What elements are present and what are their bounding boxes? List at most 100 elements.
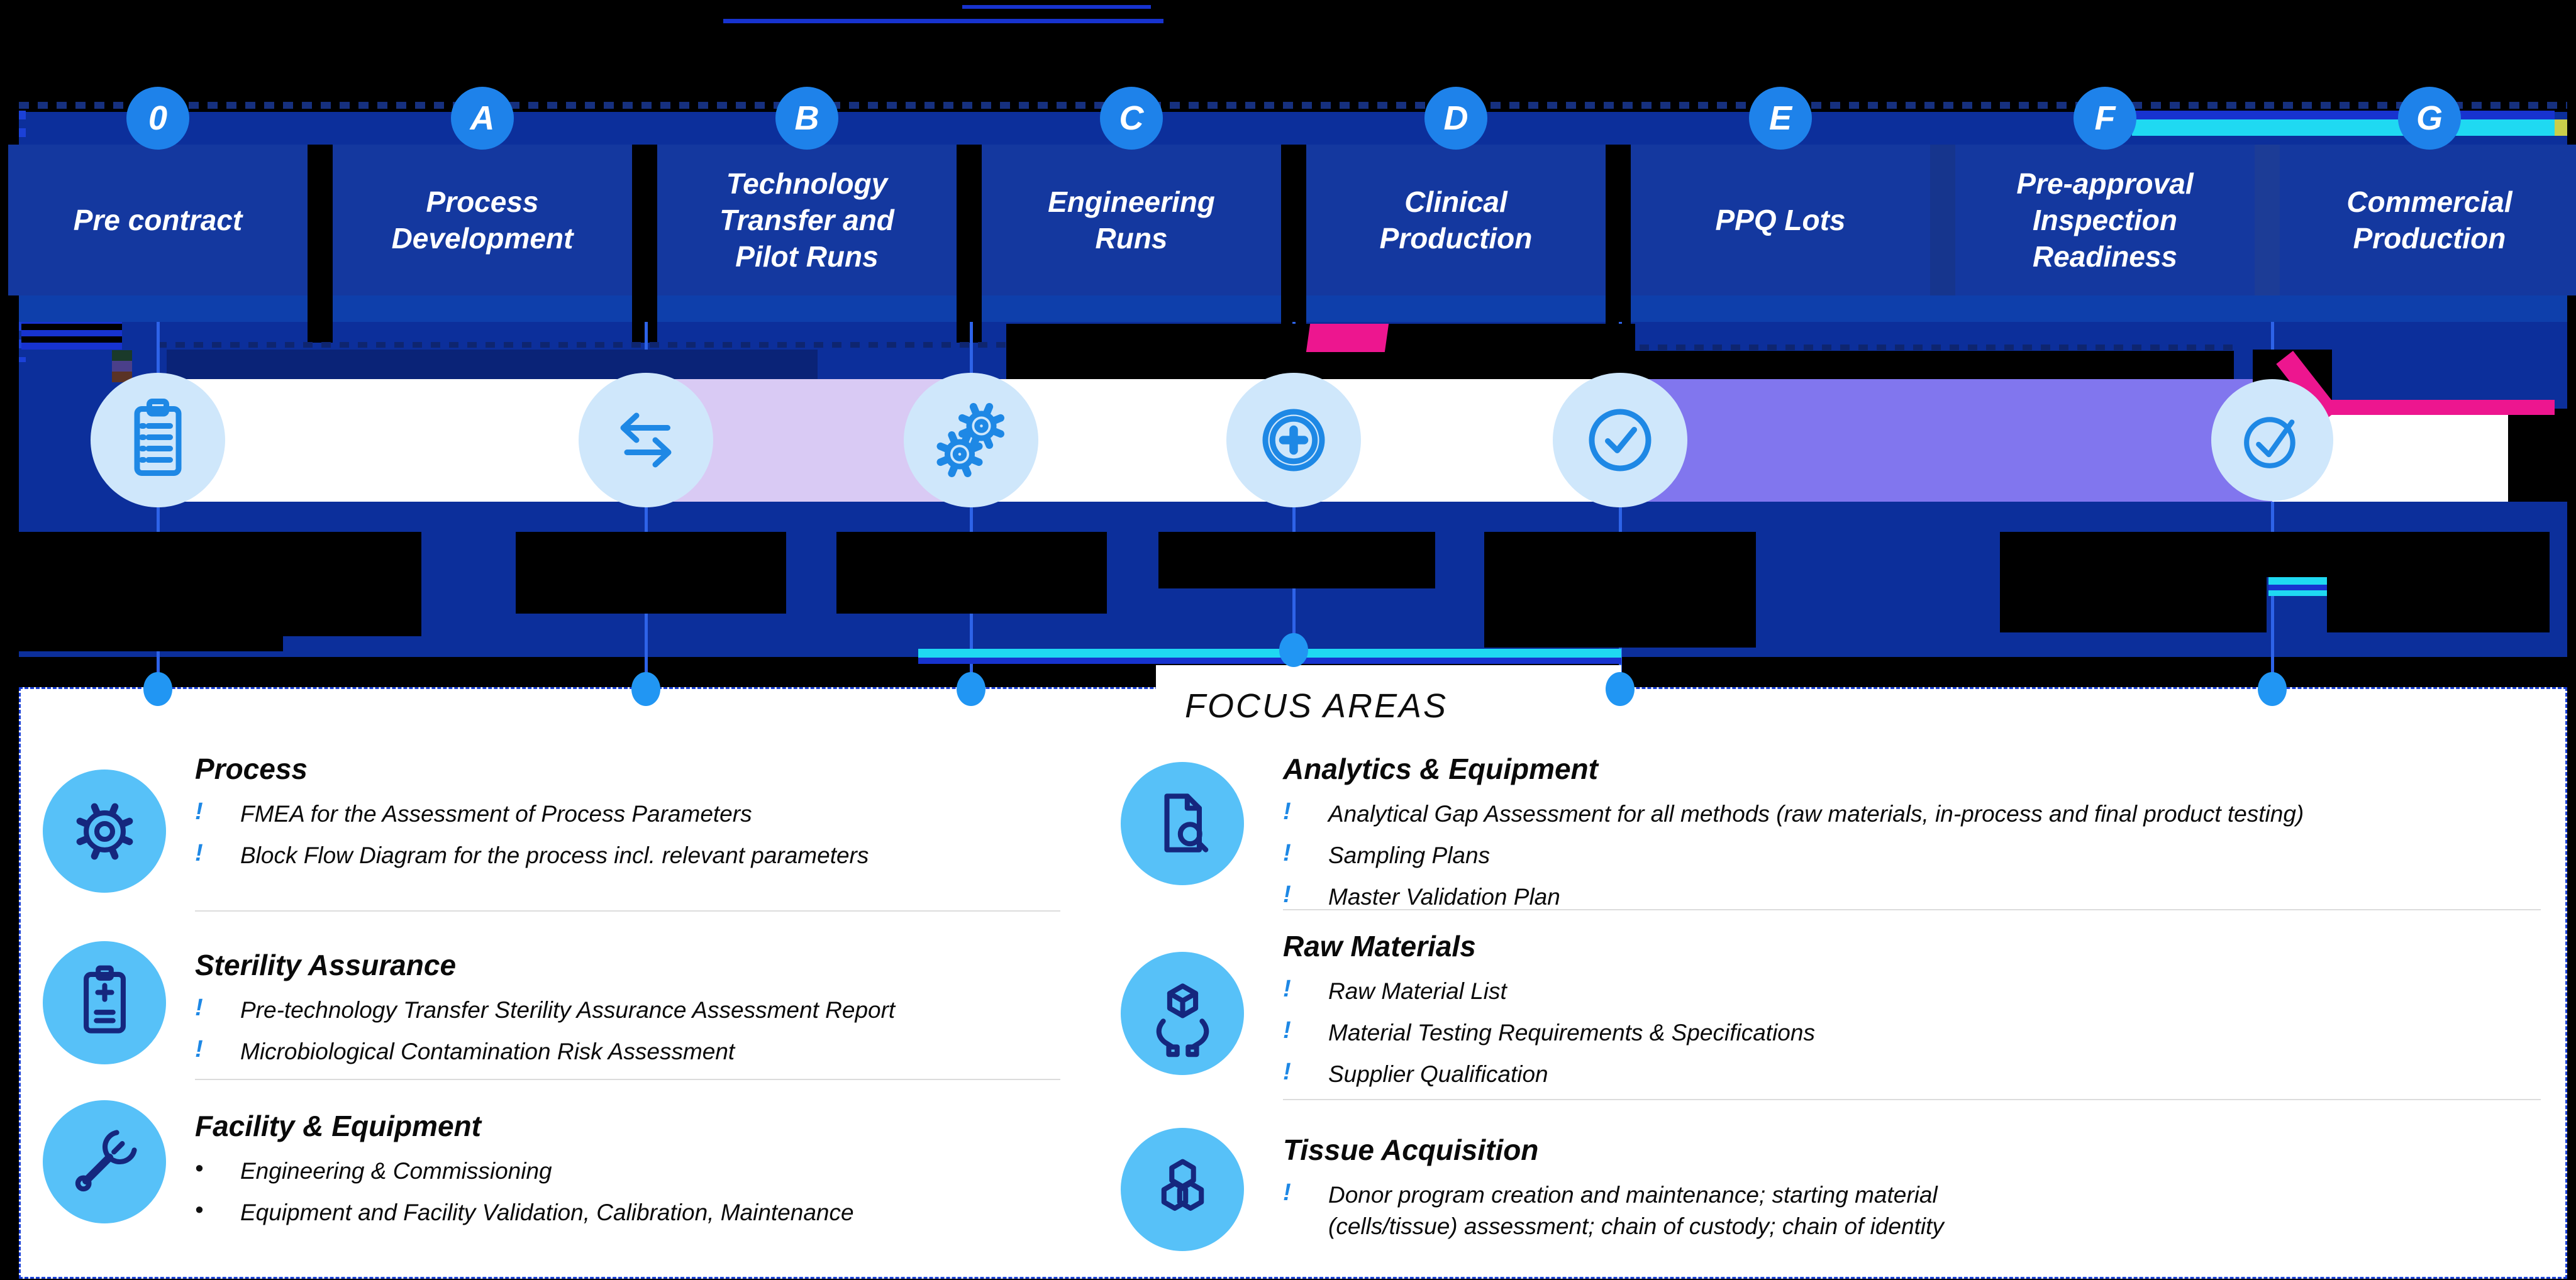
glitch-line (2268, 585, 2374, 590)
timeline-dashed-line (157, 342, 1289, 348)
phase-gap (632, 145, 657, 343)
focus-row: Tissue Acquisition !Donor program creatio… (1283, 1133, 1976, 1252)
redacted-text-block (2267, 532, 2327, 577)
glitch-line (2132, 119, 2555, 136)
focus-row: Facility & Equipment•Engineering & Commi… (195, 1109, 854, 1239)
double-check-icon (2211, 379, 2333, 501)
document-search-icon (1121, 762, 1244, 885)
timeline-bar-segment (1620, 379, 2272, 502)
divider (1283, 909, 2541, 910)
divider (195, 1079, 1060, 1080)
focus-item-text: Block Flow Diagram for the process incl.… (240, 842, 869, 868)
focus-item: ! Supplier Qualification (1283, 1059, 1815, 1090)
focus-item: ! Microbiological Contamination Risk Asse… (195, 1036, 895, 1068)
focus-item-text: Analytical Gap Assessment for all method… (1328, 801, 2304, 827)
hands-box-icon (1121, 952, 1244, 1075)
glitch-block (21, 324, 122, 330)
dot-bullet: • (195, 1156, 204, 1182)
redacted-text-block (167, 350, 818, 379)
redacted-text-block (2327, 532, 2550, 632)
focus-item-text: Engineering & Commissioning (240, 1158, 552, 1184)
phase-letter: C (1119, 99, 1144, 137)
phase-letter-badge: G (2398, 87, 2461, 150)
redacted-text-block (19, 532, 421, 636)
focus-item: ! Raw Material List (1283, 976, 1815, 1007)
focus-heading: Tissue Acquisition (1283, 1134, 1539, 1166)
transfer-arrows-icon (579, 373, 713, 507)
phase-title: PPQ Lots (1715, 204, 1846, 236)
focus-item: !FMEA for the Assessment of Process Para… (195, 798, 869, 830)
alert-bullet: ! (1283, 881, 1291, 908)
glitch-chip (112, 350, 132, 361)
focus-item-text: Equipment and Facility Validation, Calib… (240, 1200, 854, 1225)
clipboard-list-icon (91, 373, 225, 507)
glitch-line (21, 330, 122, 336)
alert-bullet: ! (1283, 1059, 1291, 1085)
phase-box: PPQ Lots (1631, 145, 1930, 295)
phase-letter: F (2094, 99, 2116, 137)
medical-cross-icon (1226, 373, 1361, 507)
focus-item-text: Master Validation Plan (1328, 884, 1560, 910)
phase-letter: D (1443, 99, 1468, 137)
glitch-line (918, 649, 1621, 658)
alert-bullet: ! (1283, 840, 1291, 866)
focus-item: !Pre-technology Transfer Sterility Assur… (195, 995, 895, 1026)
redacted-text-block (1484, 532, 1756, 648)
focus-item: !Analytical Gap Assessment for all metho… (1283, 798, 2304, 830)
focus-item: !Donor program creation and maintenance;… (1283, 1179, 1976, 1242)
alert-bullet: ! (1283, 1017, 1291, 1044)
focus-item-text: Supplier Qualification (1328, 1061, 1548, 1087)
focus-row: Analytics & Equipment!Analytical Gap Ass… (1283, 752, 2304, 923)
alert-bullet: ! (1283, 976, 1291, 1002)
connector-dot (1279, 633, 1308, 667)
connector-dot (957, 672, 985, 706)
redacted-text-block (836, 532, 1107, 614)
phase-letter: B (794, 99, 819, 137)
redacted-text-block (516, 532, 786, 614)
focus-row: Process!FMEA for the Assessment of Proce… (195, 752, 869, 881)
pink-ribbon-bar (2328, 400, 2555, 415)
focus-item-text: Microbiological Contamination Risk Asses… (240, 1039, 735, 1064)
connector-dot (631, 672, 660, 706)
alert-bullet: ! (195, 1036, 203, 1062)
dot-bullet: • (195, 1197, 204, 1223)
focus-item-text: Material Testing Requirements & Specific… (1328, 1020, 1815, 1046)
focus-row: Sterility Assurance!Pre-technology Trans… (195, 948, 895, 1078)
focus-panel (19, 687, 2567, 1279)
gear-icon (43, 770, 166, 893)
focus-item: ! Master Validation Plan (1283, 881, 2304, 913)
glitch-line (2555, 119, 2567, 136)
phase-letter-badge: B (775, 87, 838, 150)
focus-row: Raw Materials! Raw Material List! Material… (1283, 929, 1815, 1100)
redacted-text-block (19, 636, 283, 651)
phase-letter-badge: E (1749, 87, 1812, 150)
focus-item: ! Material Testing Requirements & Specifi… (1283, 1017, 1815, 1049)
connector-dot (1606, 672, 1635, 706)
redacted-text-block (1158, 532, 1435, 588)
focus-item-text: Pre-technology Transfer Sterility Assura… (240, 997, 896, 1023)
focus-item-text: Sampling Plans (1328, 842, 1491, 868)
phase-letter-badge: D (1424, 87, 1487, 150)
phase-gap (1930, 145, 1955, 295)
phase-letter: A (470, 99, 495, 137)
focus-item-text: Raw Material List (1328, 978, 1507, 1004)
focus-item: ! Sampling Plans (1283, 840, 2304, 871)
timeline-bar-segment (158, 379, 646, 502)
phase-gap (1606, 145, 1631, 343)
focus-item: • Equipment and Facility Validation, Cali… (195, 1197, 854, 1228)
timeline-dashed-line (1548, 345, 2234, 350)
glitch-line (21, 343, 122, 350)
focus-heading: Raw Materials (1283, 930, 1476, 963)
connector-dot (143, 672, 172, 706)
phase-gap (1281, 145, 1306, 343)
phase-box: Pre contract (8, 145, 308, 295)
clipboard-plus-icon (43, 941, 166, 1064)
